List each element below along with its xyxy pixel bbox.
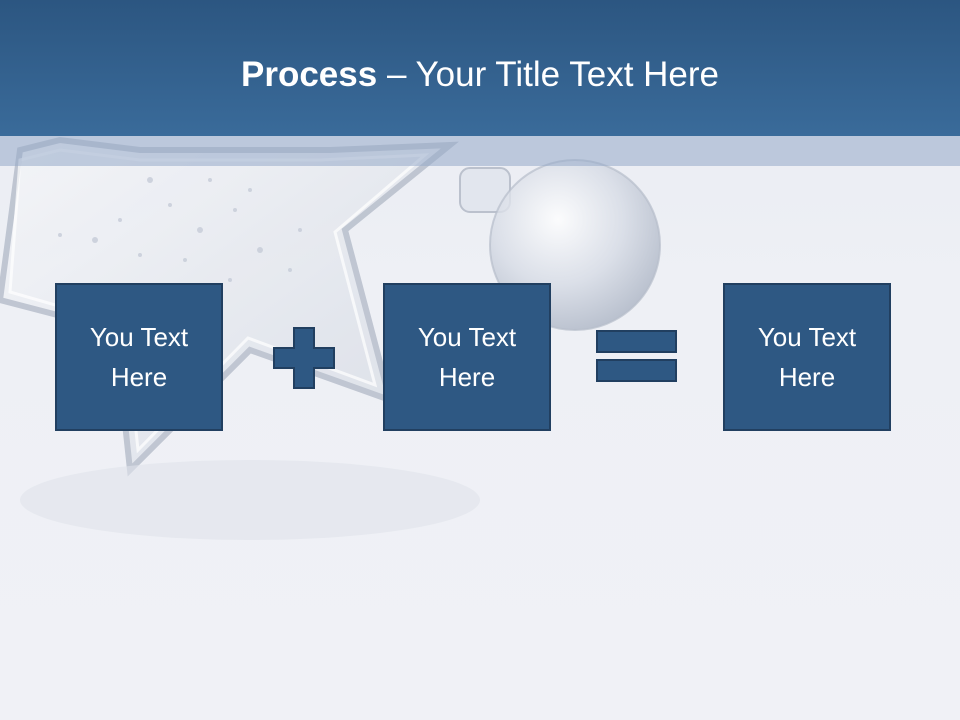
slide-title: Process – Your Title Text Here — [0, 52, 960, 98]
text-box-2[interactable]: You Text Here — [383, 283, 551, 431]
text-box-2-label: You Text Here — [417, 322, 517, 392]
text-box-3[interactable]: You Text Here — [723, 283, 891, 431]
title-bold: Process — [241, 55, 378, 94]
equals-icon — [596, 330, 677, 382]
plus-icon — [273, 327, 335, 389]
title-bar — [0, 0, 960, 136]
header-band — [0, 136, 960, 166]
text-box-3-label: You Text Here — [757, 322, 857, 392]
text-box-1[interactable]: You Text Here — [55, 283, 223, 431]
title-rest: – Your Title Text Here — [377, 55, 719, 94]
text-box-1-label: You Text Here — [89, 322, 189, 392]
